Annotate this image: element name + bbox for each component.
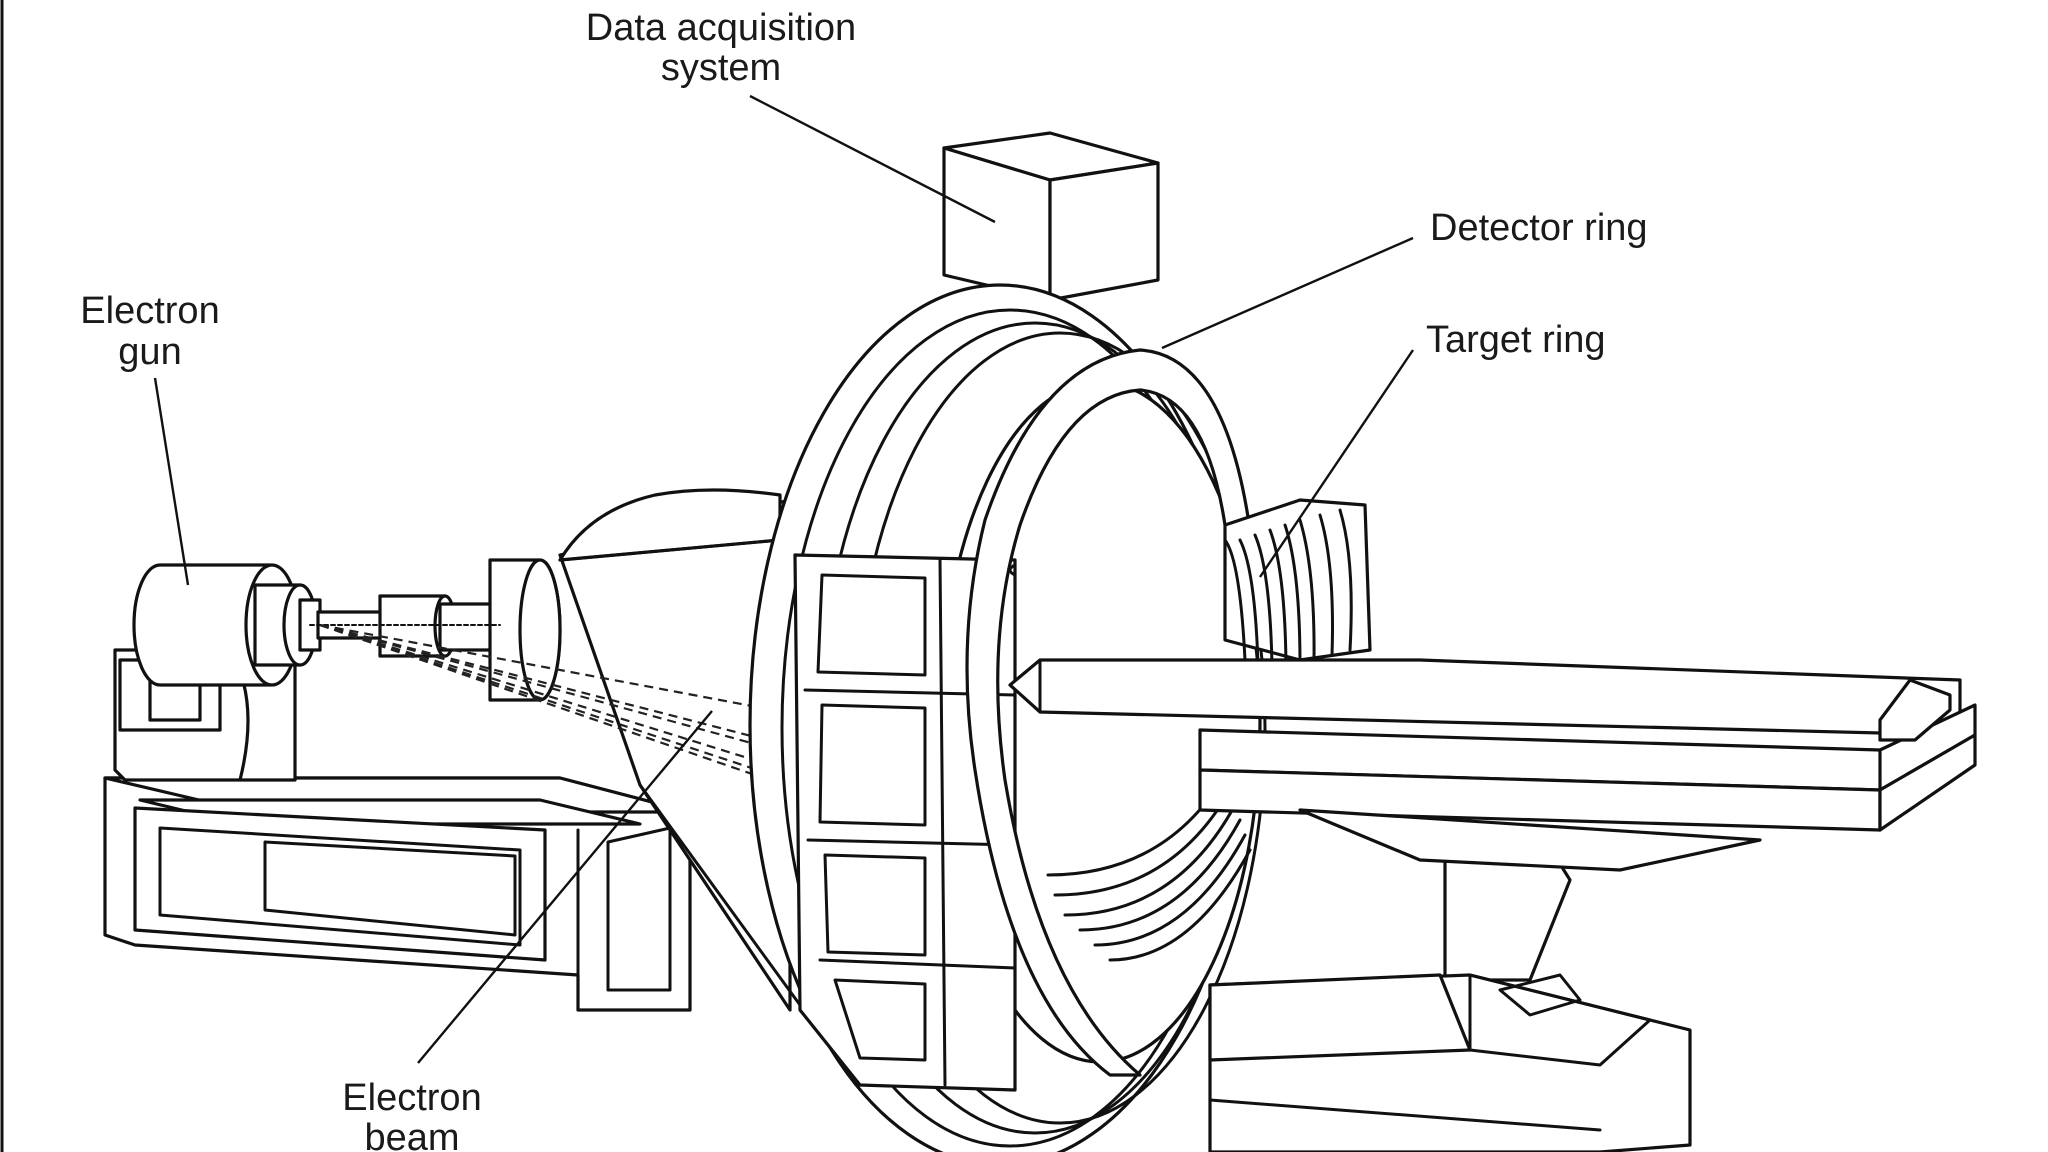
label-detector-ring: Detector ring (1430, 207, 1648, 249)
leader-lines (153, 94, 1414, 1064)
data-acquisition-box (942, 131, 1160, 302)
label-electron-beam-line2: beam (364, 1117, 459, 1152)
electron-gun (132, 558, 562, 702)
gun-base-frame (103, 776, 692, 1012)
leader-detector-ring (1161, 236, 1414, 350)
leader-electron-beam (417, 710, 713, 1064)
label-electron-gun-line2: gun (118, 331, 181, 373)
leader-electron-gun (153, 377, 190, 586)
leader-target-ring (1259, 349, 1414, 578)
label-data-acquisition-line2: system (661, 47, 781, 89)
label-data-acquisition-line1: Data acquisition (586, 7, 856, 49)
label-target-ring: Target ring (1426, 319, 1606, 361)
label-electron-gun-line1: Electron (80, 290, 219, 332)
table-pedestal (1208, 808, 1762, 1152)
leader-data-acquisition (749, 94, 996, 224)
target-ring (1046, 498, 1372, 962)
label-electron-beam-line1: Electron (342, 1077, 481, 1119)
detector-ring (965, 348, 1252, 1077)
